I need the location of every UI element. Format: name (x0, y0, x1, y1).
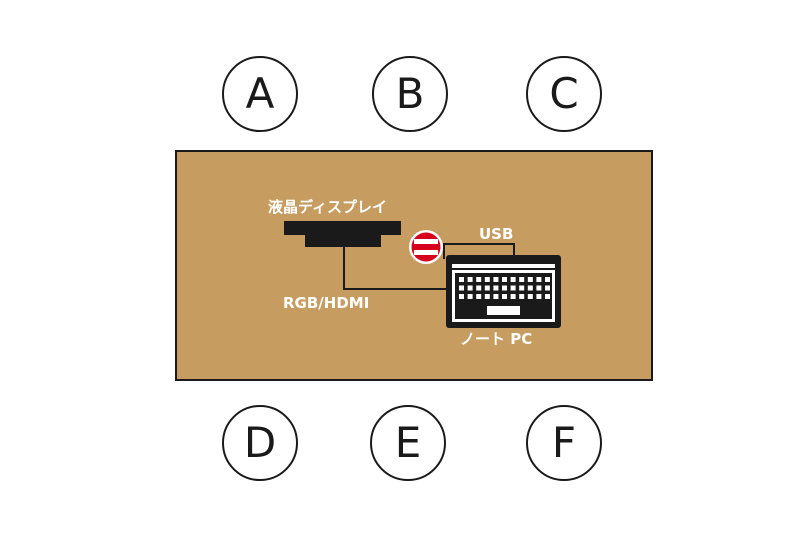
key (467, 277, 473, 282)
seat-f-label: F (551, 418, 577, 467)
key (510, 277, 516, 282)
seat-e-label: E (394, 418, 422, 467)
key (519, 294, 525, 299)
seat-b: B (372, 56, 448, 132)
laptop-icon (446, 255, 561, 328)
rgb-hdmi-label: RGB/HDMI (283, 294, 370, 312)
key (527, 294, 533, 299)
key (519, 277, 525, 282)
key (510, 285, 516, 291)
key (502, 285, 507, 291)
key (459, 285, 464, 291)
key (467, 294, 473, 299)
key (476, 294, 482, 299)
display-label: 液晶ディスプレイ (268, 198, 387, 216)
key (484, 294, 490, 299)
key (502, 277, 507, 282)
key (493, 294, 499, 299)
key (493, 277, 499, 282)
key (545, 294, 550, 299)
seat-c: C (526, 56, 602, 132)
key (519, 285, 525, 291)
seat-c-label: C (549, 69, 579, 118)
key (484, 285, 490, 291)
seat-d-label: D (243, 418, 277, 467)
seat-b-label: B (395, 69, 425, 118)
key (527, 277, 533, 282)
no-entry-icon (409, 230, 443, 264)
key (510, 294, 516, 299)
key (536, 285, 542, 291)
notebook-pc-label: ノート PC (460, 330, 533, 348)
table (175, 150, 653, 381)
key (467, 285, 473, 291)
seat-e: E (370, 405, 446, 481)
key (493, 285, 499, 291)
key (459, 294, 464, 299)
seat-a-label: A (245, 69, 275, 118)
key (536, 277, 542, 282)
key (536, 294, 542, 299)
key (476, 285, 482, 291)
key (545, 285, 550, 291)
key (527, 285, 533, 291)
key (502, 294, 507, 299)
seat-d: D (222, 405, 298, 481)
seat-a: A (222, 56, 298, 132)
display-icon (284, 221, 401, 247)
seat-f: F (526, 405, 602, 481)
usb-cable (443, 243, 515, 259)
usb-label: USB (479, 225, 514, 243)
key (476, 277, 482, 282)
rgb-hdmi-cable (343, 247, 448, 290)
key (545, 277, 550, 282)
key (459, 277, 464, 282)
key (484, 277, 490, 282)
